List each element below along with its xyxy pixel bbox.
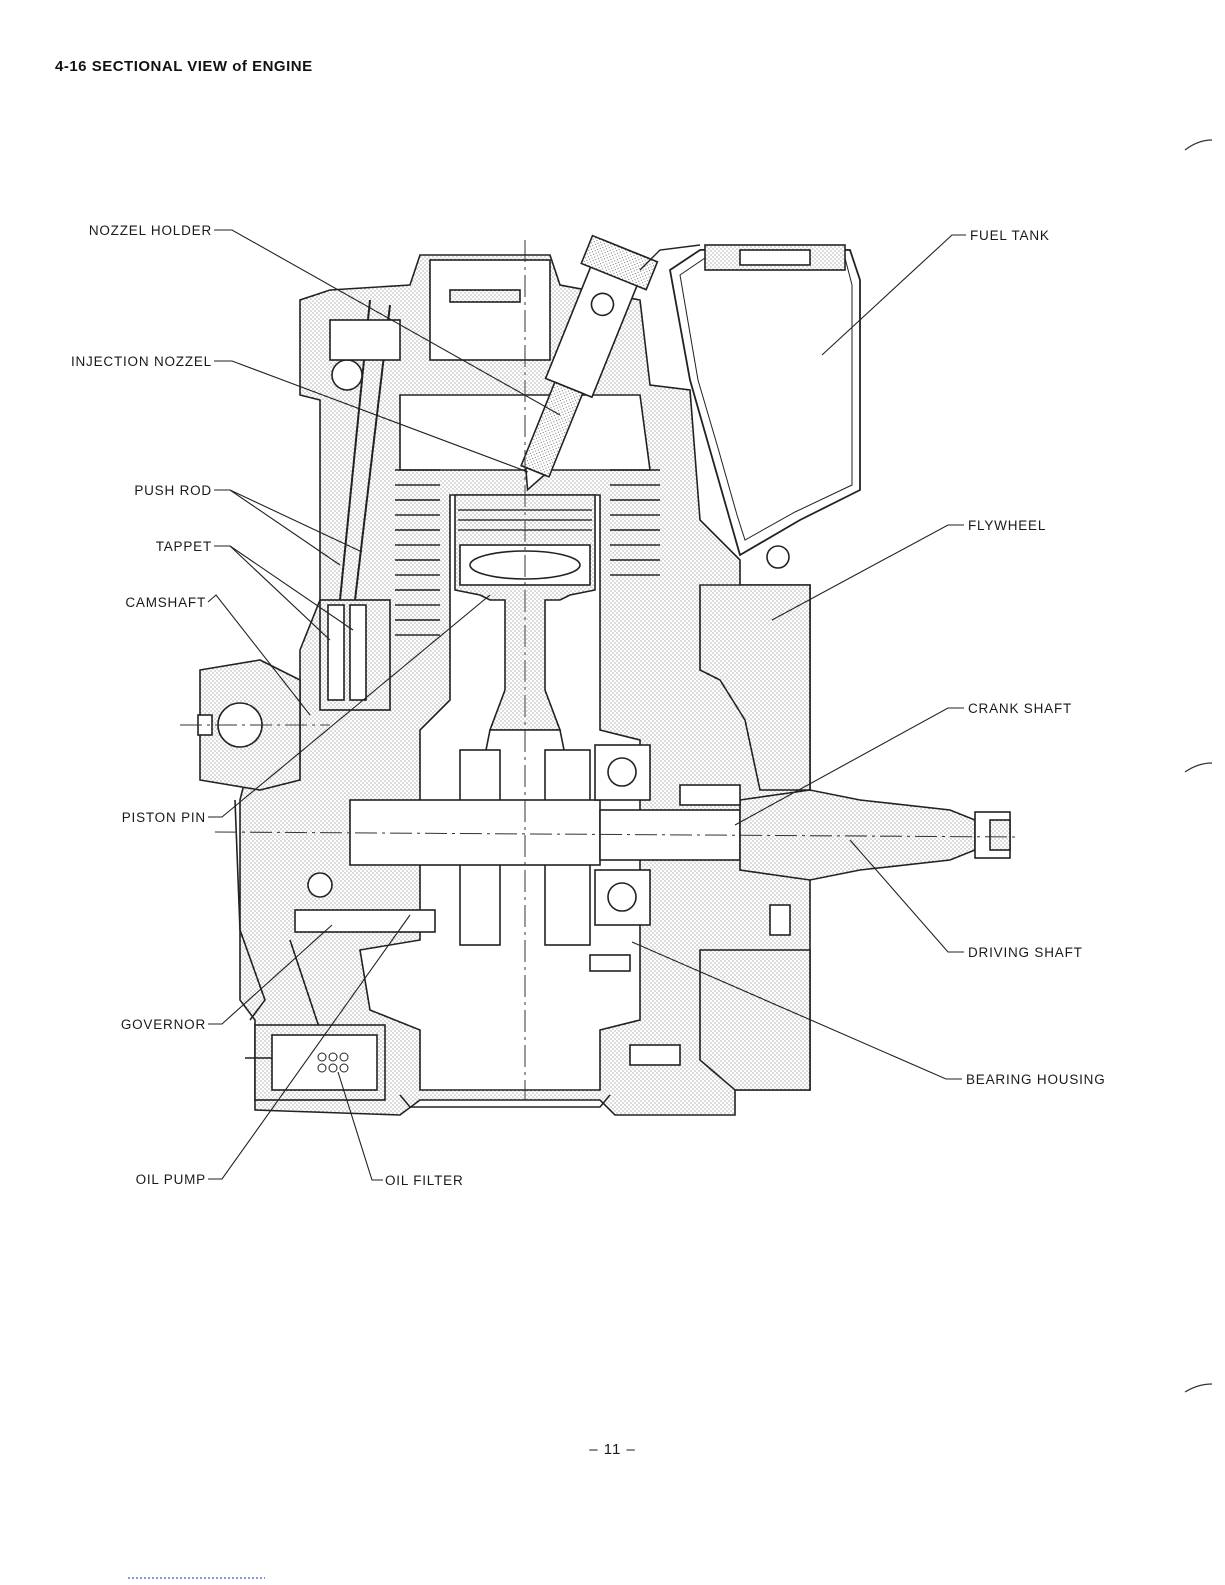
housing-bolt-4 (680, 785, 740, 805)
governor-weight (308, 873, 332, 897)
flywheel-lower (700, 950, 810, 1090)
housing-bolt-2 (590, 955, 630, 971)
rocker-gear (332, 360, 362, 390)
tappet-1 (328, 605, 344, 700)
driving-shaft-nut (990, 820, 1010, 850)
page-edge-marks (1185, 140, 1212, 1392)
housing-bolt-1 (770, 905, 790, 935)
oil-filter-element (272, 1035, 377, 1090)
tappet-2 (350, 605, 366, 700)
rocker-bracket (330, 320, 400, 360)
fuel-tank-cap-inner (740, 250, 810, 265)
fuel-tank-strap-coil (767, 546, 789, 568)
head-valve-chamber (430, 260, 550, 360)
governor-shaft (295, 910, 435, 932)
housing-bolt-3 (630, 1045, 680, 1065)
rocker-cover (450, 290, 520, 302)
main-bearing-upper (595, 745, 650, 800)
main-bearing-lower (595, 870, 650, 925)
crankshaft-main (350, 800, 600, 865)
engine-cross-section (198, 236, 1010, 1115)
